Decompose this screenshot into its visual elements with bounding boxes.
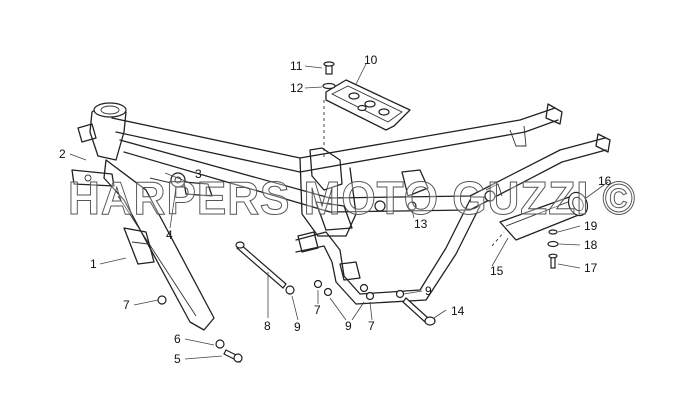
callout-16: 16 xyxy=(598,174,612,188)
callout-14: 14 xyxy=(451,304,465,318)
callout-numbers: 2 1 3 4 5 6 7 8 9 7 9 7 9 14 10 11 12 13… xyxy=(59,53,612,366)
leader-lines xyxy=(69,63,609,360)
callout-6: 6 xyxy=(174,332,181,346)
steering-head xyxy=(71,102,127,187)
battery-tray xyxy=(323,79,411,160)
callout-3: 3 xyxy=(195,167,202,181)
callout-1: 1 xyxy=(90,257,97,271)
long-bolt-8 xyxy=(235,241,287,289)
bolt-11 xyxy=(322,61,336,90)
callout-5: 5 xyxy=(174,352,181,366)
callout-13: 13 xyxy=(414,217,428,231)
callout-4: 4 xyxy=(166,228,173,242)
muffler xyxy=(491,191,589,247)
callout-7-mid: 7 xyxy=(314,303,321,317)
fasteners-right xyxy=(547,229,559,269)
callout-9-mid: 9 xyxy=(345,319,352,333)
callout-12: 12 xyxy=(290,81,304,95)
callout-7-right: 7 xyxy=(368,319,375,333)
callout-15: 15 xyxy=(490,264,504,278)
frame-backbone xyxy=(111,103,611,213)
callout-9-left: 9 xyxy=(294,320,301,334)
callout-19: 19 xyxy=(584,219,598,233)
front-down-tube xyxy=(103,159,215,331)
callout-2: 2 xyxy=(59,147,66,161)
callout-18: 18 xyxy=(584,238,598,252)
callout-11: 11 xyxy=(290,59,303,73)
bolt-14 xyxy=(402,297,436,326)
lower-cradle xyxy=(295,199,481,305)
callout-9-right: 9 xyxy=(425,284,432,298)
callout-10: 10 xyxy=(364,53,378,67)
callout-7-front: 7 xyxy=(123,298,130,312)
callout-8: 8 xyxy=(264,319,271,333)
washers-and-nuts xyxy=(157,279,405,363)
watermark: HARPERS MOTO GUZZI © xyxy=(68,172,636,224)
callout-17: 17 xyxy=(584,261,598,275)
